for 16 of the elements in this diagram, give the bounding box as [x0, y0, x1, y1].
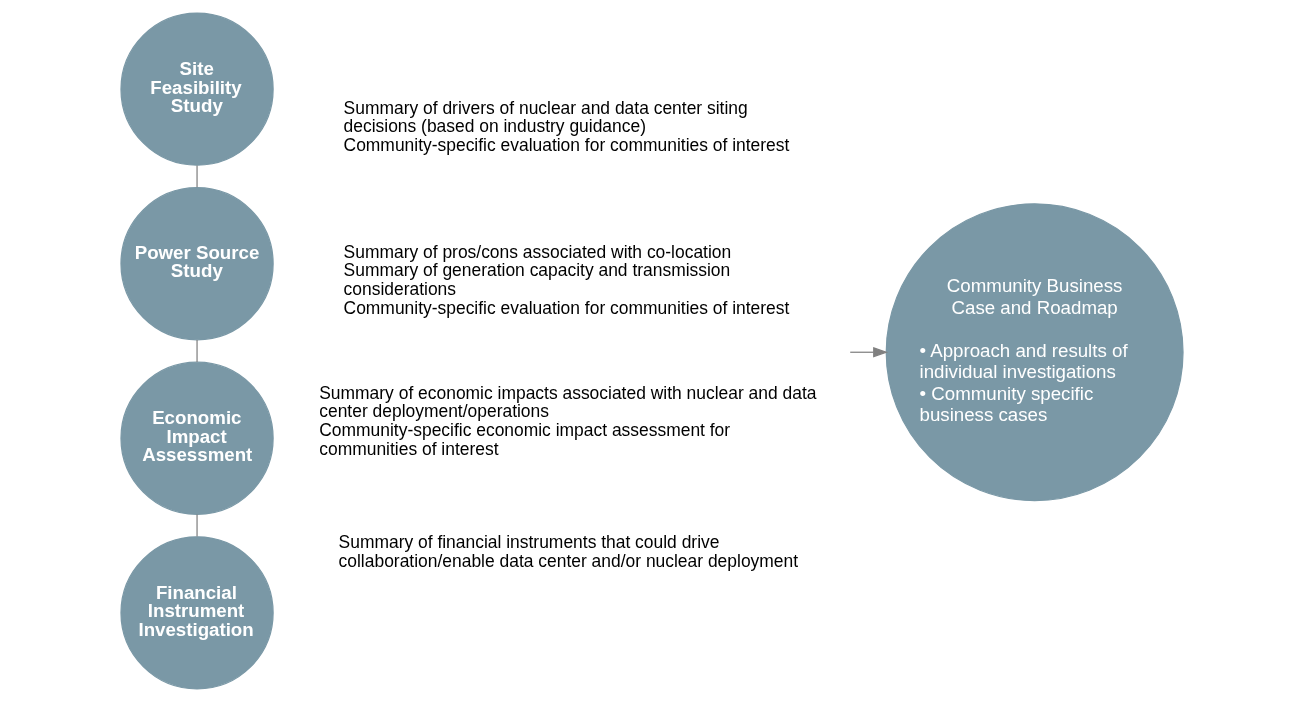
- connector: [196, 164, 198, 188]
- node-circle: Site Feasibility Study: [120, 12, 274, 166]
- node-circle: Community Business Case and Roadmap • Approach and results of individual investigations • Community specific business cases: [885, 203, 1184, 502]
- node-label: Summary of drivers of nuclear and data center siting decisions (based on industry guidance): [343, 97, 748, 137]
- connector: [196, 514, 198, 538]
- connector: [196, 339, 198, 363]
- node-label: Community-specific economic impact assessment for communities of interest: [319, 420, 731, 459]
- node-label: Community-specific evaluation for communities of interest: [343, 297, 790, 318]
- node-label: Summary of economic impacts associated with nuclear and data center deployment/operations: [319, 382, 817, 422]
- node-circle: Power Source Study: [120, 187, 274, 341]
- arrow: [849, 347, 889, 358]
- node-label: Summary of financial instruments that could drive collaboration/enable data center and/or nuclear deployment: [338, 532, 799, 571]
- node-circle: Financial Instrument Investigation: [120, 536, 274, 690]
- node-label: Community-specific evaluation for communities of interest: [343, 135, 790, 156]
- node-circle: Economic Impact Assessment: [120, 361, 274, 515]
- node-label: Summary of pros/cons associated with co-location: [343, 241, 732, 262]
